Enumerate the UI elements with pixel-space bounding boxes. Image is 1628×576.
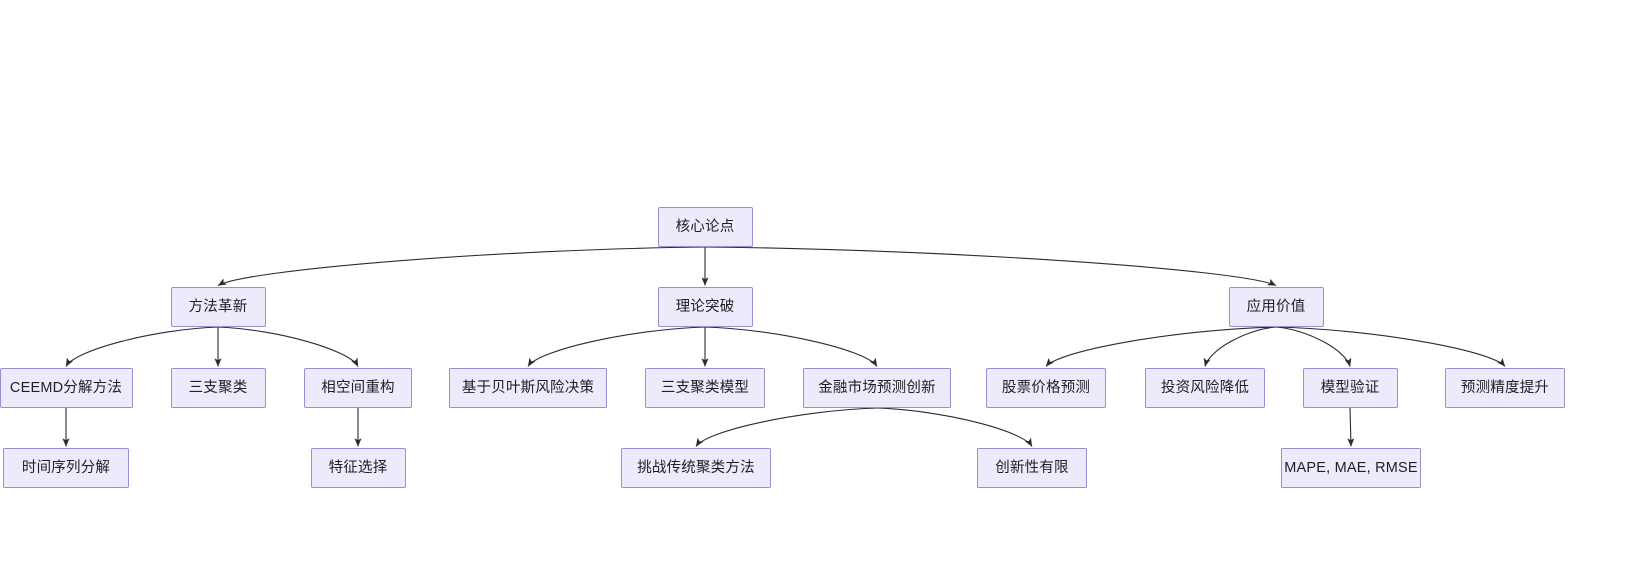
node-l2b3[interactable]: 金融市场预测创新 <box>803 368 951 408</box>
edge-l1c-to-l2c1 <box>1045 326 1277 367</box>
node-label: 金融市场预测创新 <box>818 379 936 396</box>
node-label: 投资风险降低 <box>1160 379 1250 396</box>
node-label: 三支聚类模型 <box>660 379 750 396</box>
node-label: 创新性有限 <box>995 459 1069 476</box>
edge-l1c-to-l2c4 <box>1275 326 1506 367</box>
edge-l1c-to-l2c3 <box>1275 326 1352 367</box>
node-l2b1[interactable]: 基于贝叶斯风险决策 <box>449 368 607 408</box>
node-label: 理论突破 <box>675 298 735 315</box>
node-l3e[interactable]: MAPE, MAE, RMSE <box>1281 448 1421 488</box>
edge-l1a-to-l2a3 <box>217 326 359 367</box>
node-label: 应用价值 <box>1246 298 1306 315</box>
node-l2a2[interactable]: 三支聚类 <box>170 368 266 408</box>
node-l2b2[interactable]: 三支聚类模型 <box>645 368 765 408</box>
node-l2c4[interactable]: 预测精度提升 <box>1445 368 1565 408</box>
node-label: 核心论点 <box>675 218 735 235</box>
node-root[interactable]: 核心论点 <box>657 207 753 247</box>
node-l3d[interactable]: 创新性有限 <box>977 448 1087 488</box>
node-l2c1[interactable]: 股票价格预测 <box>986 368 1106 408</box>
node-label: 预测精度提升 <box>1460 379 1550 396</box>
node-l2c2[interactable]: 投资风险降低 <box>1145 368 1265 408</box>
edge-root-to-l1a <box>217 246 706 286</box>
node-label: CEEMD分解方法 <box>9 379 123 396</box>
node-l2a1[interactable]: CEEMD分解方法 <box>0 368 133 408</box>
node-label: MAPE, MAE, RMSE <box>1284 459 1418 476</box>
edge-l1b-to-l2b3 <box>704 326 878 367</box>
node-l2c3[interactable]: 模型验证 <box>1302 368 1398 408</box>
edge-l2c3-to-l3e <box>1347 407 1355 447</box>
edge-l2b3-to-l3d <box>876 407 1033 447</box>
edges <box>62 246 1506 447</box>
node-label: 相空间重构 <box>321 379 395 396</box>
node-label: 方法革新 <box>188 298 248 315</box>
node-l3b[interactable]: 特征选择 <box>310 448 406 488</box>
node-l3a[interactable]: 时间序列分解 <box>3 448 129 488</box>
edge-l2b3-to-l3c <box>695 407 878 447</box>
edge-l1c-to-l2c2 <box>1203 326 1277 367</box>
edge-root-to-l1c <box>704 246 1277 286</box>
node-l1b[interactable]: 理论突破 <box>657 287 753 327</box>
node-label: 时间序列分解 <box>21 459 111 476</box>
node-label: 基于贝叶斯风险决策 <box>461 379 595 396</box>
edge-l1a-to-l2a1 <box>65 326 219 367</box>
node-l1c[interactable]: 应用价值 <box>1228 287 1324 327</box>
node-l3c[interactable]: 挑战传统聚类方法 <box>621 448 771 488</box>
node-label: 三支聚类 <box>188 379 248 396</box>
node-l1a[interactable]: 方法革新 <box>170 287 266 327</box>
node-label: 挑战传统聚类方法 <box>637 459 755 476</box>
edge-l1b-to-l2b1 <box>527 326 706 367</box>
node-label: 模型验证 <box>1320 379 1380 396</box>
node-l2a3[interactable]: 相空间重构 <box>304 368 412 408</box>
node-label: 股票价格预测 <box>1001 379 1091 396</box>
node-label: 特征选择 <box>328 459 388 476</box>
